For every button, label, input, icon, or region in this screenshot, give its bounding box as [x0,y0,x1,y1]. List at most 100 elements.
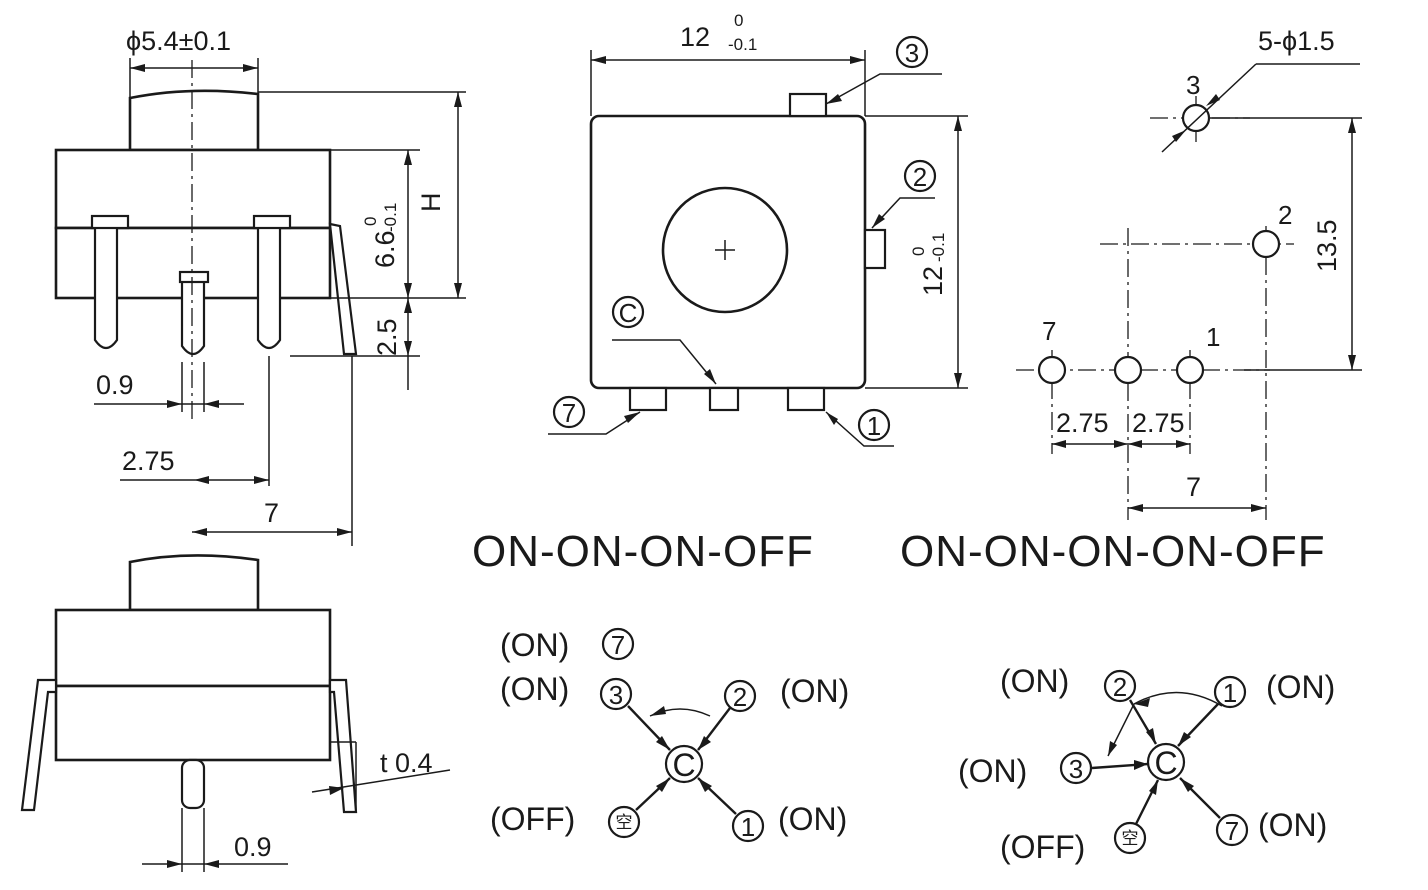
footprint-label-3: 3 [1186,70,1200,100]
schematic-right-label-7: (ON) [1258,807,1327,843]
top-callout-2-label: 2 [913,162,927,192]
schematic-right-pin-2-label: 2 [1113,672,1127,702]
top-terminal-7 [628,386,668,412]
schematic-left-pin-3 [599,677,633,711]
side-lead-right [328,678,358,814]
side-view: t 0.4 0.9 [20,554,451,872]
top-view: 12 0 -0.1 12 0 -0.1 3 2 C 7 1 [548,11,968,447]
front-H-dim: H [416,193,446,213]
title-five-position: ON-ON-ON-ON-OFF [900,527,1326,576]
pin-right-shoulder [252,214,292,230]
front-height-tol-upper: 0 [361,217,380,226]
side-lead-left [20,678,58,812]
top-callout-7-label: 7 [562,398,576,428]
schematic-right-label-1: (ON) [1266,669,1335,705]
top-callout-3 [895,35,929,69]
top-callout-1 [857,408,891,442]
pin-right [256,216,282,350]
footprint-pitch-b: 2.75 [1132,408,1185,438]
schematic-left-label-1: (ON) [778,801,847,837]
top-callout-c-label: C [619,298,638,328]
schematic-right-label-2: (ON) [1000,663,1069,699]
footprint-pitch-a: 2.75 [1056,408,1109,438]
footprint-hole-2 [1251,229,1281,259]
footprint-holes-dim: 5-ϕ1.5 [1258,26,1335,56]
schematic-left-label-3: (ON) [500,671,569,707]
front-height-tol-lower: -0.1 [381,203,400,232]
top-terminal-c [708,386,740,412]
footprint-hole-c [1113,355,1143,385]
schematic-left-pin-2-label: 2 [733,682,747,712]
footprint-span-dim: 7 [1186,472,1201,502]
actuator-knob [128,89,260,152]
schematic-right-pin-7 [1215,813,1249,847]
top-height-tol-upper: 0 [909,247,928,256]
front-span-dim: 7 [264,498,279,528]
schematic-right-pin-3 [1059,751,1093,785]
side-bottom-pin [180,758,206,810]
top-callout-1-label: 1 [867,411,881,441]
schematic-left-label-off: (OFF) [490,801,575,837]
footprint-hole-1 [1175,355,1205,385]
schematic-four-position: (ON) 7 (ON) 3 2 (ON) C (OFF) 空 1 (ON) [490,627,849,843]
schematic-left-pin-1-label: 1 [741,812,755,842]
front-diameter-dim: ϕ5.4±0.1 [126,26,231,56]
front-pin-width-dim: 0.9 [96,370,134,400]
schematic-left-common [664,744,704,784]
schematic-left-pin-7-label: 7 [611,630,625,660]
top-height-dim: 12 [918,266,948,296]
footprint-hole-3 [1181,103,1211,133]
schematic-left-common-label: C [672,747,695,783]
schematic-left-pin-3-label: 3 [609,680,623,710]
top-height-tol-lower: -0.1 [929,233,948,262]
footprint-label-7: 7 [1042,316,1056,346]
top-callout-2 [903,159,937,193]
front-pin-length-dim: 2.5 [372,318,402,356]
schematic-left-pin-1 [731,809,765,843]
schematic-right-pin-empty-label: 空 [1122,829,1139,848]
schematic-right-label-3: (ON) [958,753,1027,789]
pin-left [93,216,119,350]
footprint-label-2: 2 [1278,200,1292,230]
title-four-position: ON-ON-ON-OFF [472,527,814,576]
side-body-lower [54,684,332,762]
front-pitch-dim: 2.75 [122,446,175,476]
side-actuator-knob [128,554,260,612]
schematic-right-common-label: C [1154,745,1177,781]
footprint-label-1: 1 [1206,322,1220,352]
pcb-footprint: 3 5-ϕ1.5 2 13.5 7 1 2.75 2.75 [1016,26,1362,520]
schematic-right-pin-empty [1113,821,1147,855]
schematic-right-label-off: (OFF) [1000,829,1085,865]
top-terminal-1 [786,386,826,412]
side-bracket [328,222,358,356]
top-callout-c [611,295,645,329]
top-terminal-2 [863,228,887,270]
footprint-vertical-dim: 13.5 [1312,219,1342,272]
schematic-left-label-7: (ON) [500,627,569,663]
schematic-five-position: (ON) 2 1 (ON) (ON) 3 C (OFF) 空 7 (ON) [958,663,1335,865]
schematic-right-pin-1-label: 1 [1223,678,1237,708]
pin-left-shoulder [90,214,130,230]
pin-center [180,276,206,356]
side-thickness-dim: t 0.4 [380,748,433,778]
schematic-left-pin-empty [607,805,641,839]
top-callout-3-label: 3 [905,38,919,68]
top-callout-7 [552,395,586,429]
footprint-hole-7 [1037,355,1067,385]
schematic-left-pin-7 [601,627,635,661]
top-width-tol-upper: 0 [734,11,743,30]
side-pin-width-dim: 0.9 [234,832,272,862]
top-terminal-3 [788,92,828,118]
schematic-right-pin-2 [1103,669,1137,703]
schematic-right-pin-1 [1213,675,1247,709]
front-view: ϕ5.4±0.1 6.6 0 -0.1 H 2.5 0.9 [54,26,466,546]
schematic-left-pin-empty-label: 空 [616,813,633,832]
schematic-right-common [1146,742,1186,782]
schematic-left-pin-2 [723,679,757,713]
schematic-left-label-2: (ON) [780,673,849,709]
top-width-dim: 12 [680,22,710,52]
front-height-dim: 6.6 [370,230,400,268]
pin-center-shoulder [178,270,210,284]
